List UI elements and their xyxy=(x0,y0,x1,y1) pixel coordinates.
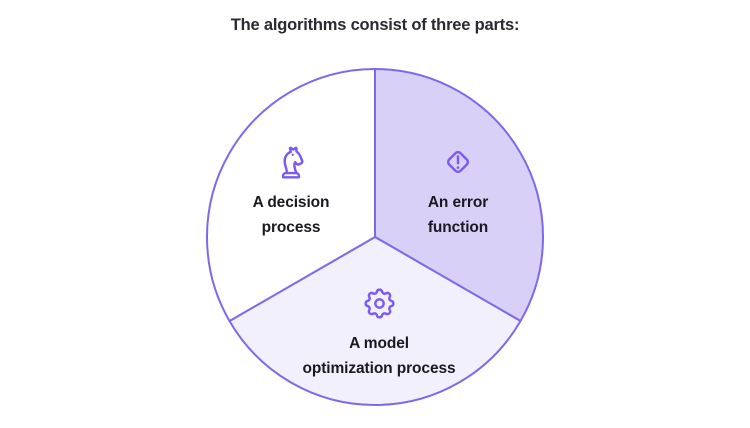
segment-error-label-line2: function xyxy=(427,219,489,236)
diagram-title: The algorithms consist of three parts: xyxy=(230,16,520,34)
segment-decision-label-line2: process xyxy=(261,219,321,236)
segment-decision-label: A decision process xyxy=(253,190,330,240)
segment-optimization: A model optimization process xyxy=(259,285,499,381)
segment-decision-label-line1: A decision xyxy=(252,194,330,211)
segment-error: An error function xyxy=(383,143,533,240)
segment-error-label-line1: An error xyxy=(427,194,489,211)
segment-decision-wedge xyxy=(206,68,376,322)
segment-error-wedge xyxy=(374,68,544,322)
segment-optimization-label: A model optimization process xyxy=(302,331,455,381)
knight-icon xyxy=(272,143,310,181)
segment-decision: A decision process xyxy=(216,143,366,240)
segment-error-label: An error function xyxy=(428,190,488,240)
alert-diamond-icon xyxy=(439,143,477,181)
gear-icon xyxy=(361,285,398,322)
three-part-circle xyxy=(206,68,544,406)
segment-optimization-wedge xyxy=(228,236,522,406)
segment-optimization-label-line2: optimization process xyxy=(302,360,456,377)
segment-optimization-label-line1: A model xyxy=(349,335,409,352)
